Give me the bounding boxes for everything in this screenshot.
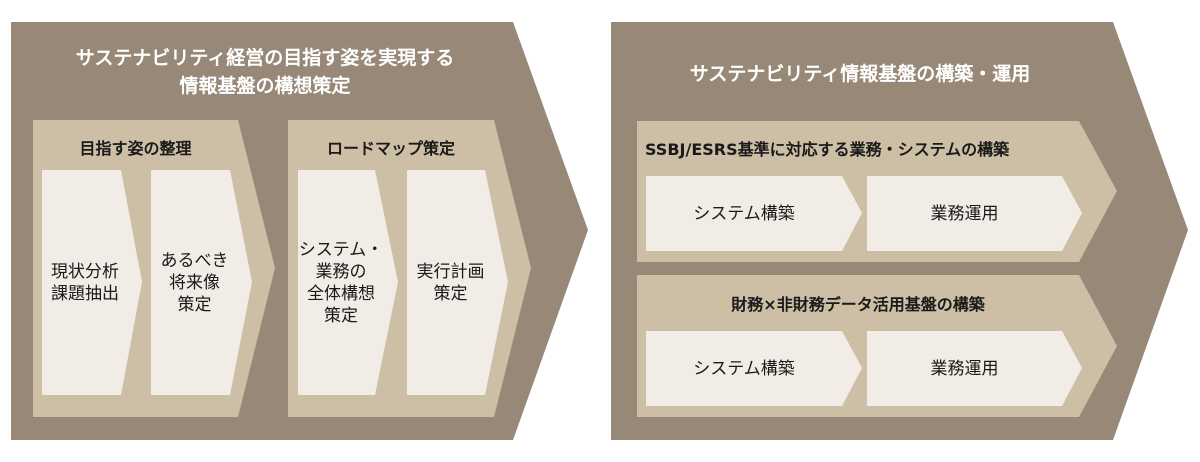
step-system-build-2: システム構築 — [646, 331, 862, 406]
group-heading-roadmap: ロードマップ策定 — [326, 139, 455, 158]
step-future-vision: あるべき 将来像 策定 — [151, 170, 252, 395]
phase-title-build-operate: サステナビリティ情報基盤の構築・運用 — [689, 63, 1031, 85]
group-heading-vision: 目指す姿の整理 — [79, 139, 192, 158]
phase-title-concept: サステナビリティ経営の目指す姿を実現する 情報基盤の構想策定 — [75, 47, 455, 97]
step-overall-concept: システム・ 業務の 全体構想 策定 — [298, 170, 398, 395]
step-business-operation-1: 業務運用 — [867, 176, 1082, 251]
group-heading-data-platform: 財務×非財務データ活用基盤の構築 — [731, 295, 985, 314]
step-business-operation-2: 業務運用 — [867, 331, 1082, 406]
step-execution-plan: 実行計画 策定 — [407, 170, 508, 395]
step-current-analysis: 現状分析 課題抽出 — [42, 170, 142, 395]
group-heading-ssbj-esrs: SSBJ/ESRS基準に対応する業務・システムの構築 — [645, 140, 1010, 159]
step-system-build-1: システム構築 — [646, 176, 862, 251]
